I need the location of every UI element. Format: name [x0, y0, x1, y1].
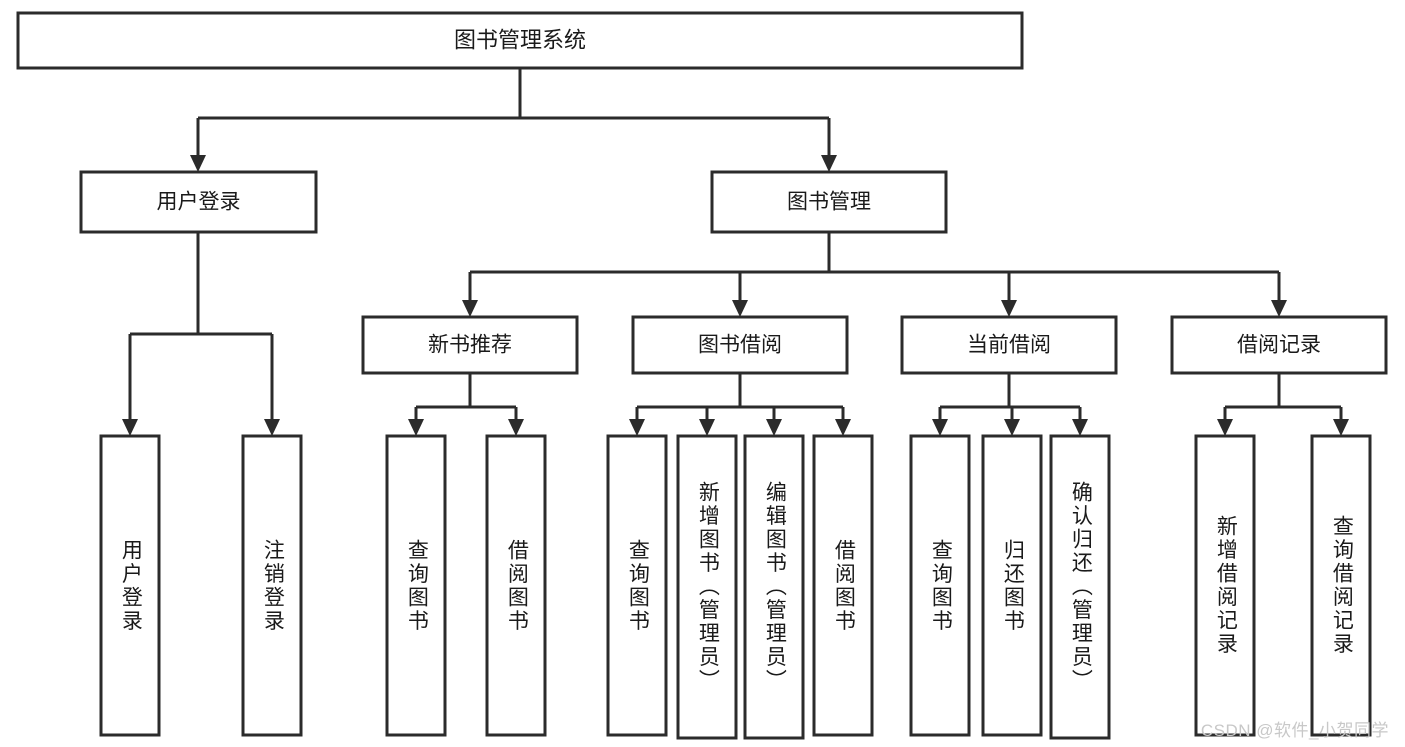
arrow-head-icon	[821, 155, 837, 172]
node-borrow-record[interactable]	[1170, 315, 1388, 375]
arrow-head-icon	[462, 300, 478, 317]
arrow-head-icon	[508, 419, 524, 436]
arrow-head-icon	[1001, 300, 1017, 317]
node-label-new-book-recommend: 新书推荐	[428, 334, 512, 357]
node-leaf-query-book-2[interactable]	[606, 434, 668, 737]
node-leaf-borrow-book-2[interactable]	[812, 434, 874, 737]
arrow-head-icon	[190, 155, 206, 172]
arrow-head-icon	[699, 419, 715, 436]
arrow-head-icon	[629, 419, 645, 436]
node-user-login[interactable]	[79, 170, 318, 234]
node-leaf-borrow-book-1[interactable]	[485, 434, 547, 737]
arrow-head-icon	[1004, 419, 1020, 436]
arrow-head-icon	[264, 419, 280, 436]
node-leaf-add-book-admin[interactable]	[676, 434, 738, 740]
node-leaf-confirm-return-admin[interactable]	[1049, 434, 1111, 740]
arrow-head-icon	[766, 419, 782, 436]
arrow-head-icon	[932, 419, 948, 436]
node-label-user-login: 用户登录	[157, 191, 241, 214]
arrow-head-icon	[835, 419, 851, 436]
node-leaf-add-borrow-record[interactable]	[1194, 434, 1256, 737]
connectors-layer	[122, 68, 1349, 436]
node-leaf-return-book[interactable]	[981, 434, 1043, 737]
arrow-head-icon	[1217, 419, 1233, 436]
node-leaf-user-login[interactable]	[99, 434, 161, 737]
node-label-root: 图书管理系统	[454, 27, 586, 52]
node-book-borrow[interactable]	[631, 315, 849, 375]
node-root-system[interactable]	[16, 11, 1024, 70]
node-label-book-borrow: 图书借阅	[698, 334, 782, 357]
node-label-book-manage: 图书管理	[787, 191, 871, 214]
node-new-book-recommend[interactable]	[361, 315, 579, 375]
node-leaf-query-book-1[interactable]	[385, 434, 447, 737]
arrow-head-icon	[122, 419, 138, 436]
arrow-head-icon	[1072, 419, 1088, 436]
boxes-layer	[16, 11, 1388, 740]
node-label-borrow-record: 借阅记录	[1237, 334, 1321, 357]
node-leaf-query-borrow-record[interactable]	[1310, 434, 1372, 737]
node-current-borrow[interactable]	[900, 315, 1118, 375]
node-leaf-edit-book-admin[interactable]	[743, 434, 805, 740]
arrow-head-icon	[732, 300, 748, 317]
node-leaf-query-book-3[interactable]	[909, 434, 971, 737]
node-book-manage[interactable]	[710, 170, 948, 234]
arrow-head-icon	[1333, 419, 1349, 436]
watermark-csdn: CSDN @软件_小贺同学	[1200, 721, 1389, 740]
arrow-head-icon	[1271, 300, 1287, 317]
arrow-head-icon	[408, 419, 424, 436]
node-leaf-user-logout[interactable]	[241, 434, 303, 737]
node-label-current-borrow: 当前借阅	[967, 334, 1051, 357]
